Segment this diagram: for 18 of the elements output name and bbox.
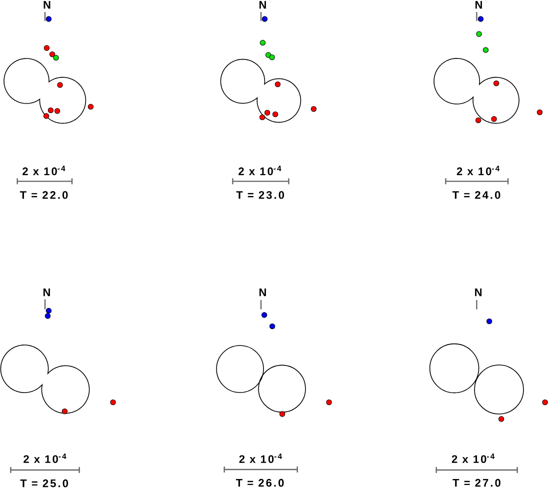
scale-label: 2 x 10$^{-4}$ xyxy=(238,166,282,176)
scale-label: 2 x 10$^{-4}$ xyxy=(24,454,66,463)
time-label: T = 25.0 xyxy=(20,479,68,488)
scale-label: 2 x 10$^{-4}$ xyxy=(452,454,495,463)
time-label: T = 24.0 xyxy=(452,191,500,199)
north-label: N xyxy=(475,288,482,296)
time-label: T = 23.0 xyxy=(236,191,284,199)
north-label: N xyxy=(44,1,50,9)
scale-label: 2 x 10$^{-4}$ xyxy=(239,454,282,463)
north-label: N xyxy=(259,288,266,296)
time-label: T = 27.0 xyxy=(452,478,500,487)
scale-label: 2 x 10$^{-4}$ xyxy=(22,166,66,176)
north-label: N xyxy=(259,1,266,9)
north-label: N xyxy=(43,288,50,296)
time-label: T = 22.0 xyxy=(20,191,68,199)
north-label: N xyxy=(475,1,482,9)
scale-label: 2 x 10$^{-4}$ xyxy=(456,166,500,176)
time-label: T = 26.0 xyxy=(236,478,284,487)
